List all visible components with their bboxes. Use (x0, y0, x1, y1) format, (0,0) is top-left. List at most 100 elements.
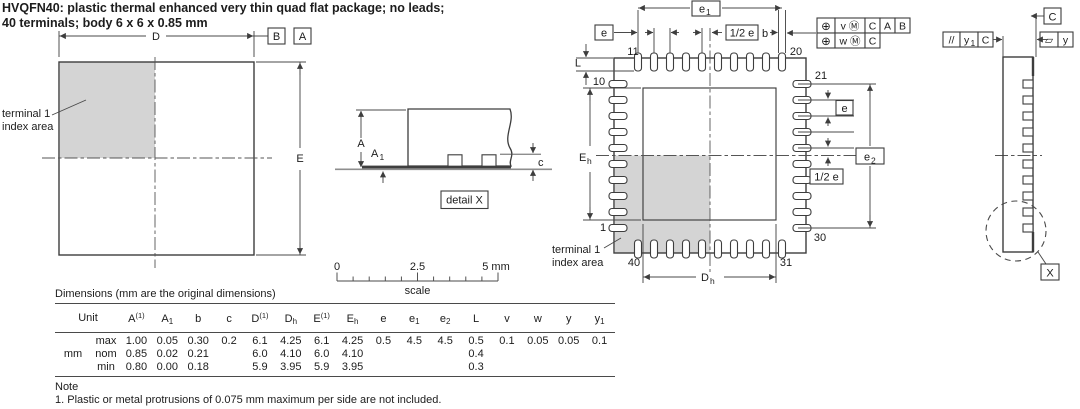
value-cell: 0.02 (156, 348, 179, 360)
value-cell (398, 361, 430, 377)
scale-tick-mid: 2.5 (410, 261, 425, 273)
dim-e1: e 1 (637, 0, 786, 53)
table-row-max: max 1.00 0.05 0.30 0.2 6.1 4.25 6.1 4.25… (55, 333, 615, 349)
value-cell: 0.2 (221, 335, 237, 347)
value-cell: 3.95 (275, 361, 307, 377)
col-header: Eh (337, 303, 368, 333)
package-side-outline (1002, 56, 1034, 253)
exposed-die-pad (642, 87, 777, 221)
dim-e-right: e 1/2 e (798, 90, 854, 185)
index-area-label-2: index area (552, 257, 604, 269)
value-cell (368, 361, 399, 377)
terminals-bottom-row (633, 239, 787, 259)
dim-label-L: L (575, 58, 581, 70)
parallelism-ref-C: C (982, 35, 990, 47)
value-cell (213, 361, 245, 377)
col-header: E(1) (306, 303, 338, 333)
value-cell: 6.1 (252, 335, 268, 347)
dim-label-half-e: 1/2 e (814, 172, 838, 184)
index-area-shading (60, 62, 155, 158)
detail-x-leader (1037, 251, 1047, 265)
value-cell: 4.10 (280, 348, 302, 360)
value-cell (584, 348, 615, 361)
terminals-top-row (633, 52, 787, 72)
value-cell (553, 348, 584, 361)
terminal-section (481, 154, 497, 167)
value-cell: 4.25 (341, 335, 364, 347)
dim-label-A1-sub: 1 (380, 152, 385, 162)
dim-Dh: D h (642, 224, 777, 286)
dim-label-e1-sub: 1 (706, 7, 711, 17)
value-cell (553, 361, 585, 377)
value-cell (399, 348, 430, 361)
parallelism-icon: // (949, 35, 955, 47)
dim-D: D (58, 31, 268, 57)
dim-label-e1-base: e (699, 4, 705, 16)
dim-e2: e 2 (798, 83, 885, 229)
tolerance-frames: ⊕ v Ⓜ C A B ⊕ w Ⓜ C (786, 17, 911, 49)
dim-label-E: E (296, 153, 303, 165)
col-header: L (460, 303, 492, 333)
col-header: A1 (151, 303, 183, 333)
pin-label-10: 10 (593, 76, 605, 88)
dim-label-e2-sub: 2 (871, 156, 876, 166)
value-cell: 6.1 (314, 335, 330, 347)
fcf-row2-ref1: C (869, 36, 877, 48)
value-cell: 5.9 (244, 361, 276, 377)
note-item-1: 1. Plastic or metal protrusions of 0.075… (55, 394, 442, 406)
value-cell: 0.85 (125, 348, 148, 360)
datum-label-A: A (299, 31, 307, 43)
dimensions-table-section: Dimensions (mm are the original dimensio… (55, 288, 617, 377)
value-cell: 1.00 (125, 335, 148, 347)
title-line-1: HVQFN40: plastic thermal enhanced very t… (2, 1, 445, 15)
dim-L: L (575, 44, 634, 85)
index-area-shading (615, 155, 710, 253)
fcf-row1-tolerance: v Ⓜ (841, 21, 860, 33)
index-area-label-2: index area (2, 121, 54, 133)
value-cell (214, 348, 245, 361)
value-cell (491, 361, 523, 377)
value-cell: 0.3 (460, 361, 492, 377)
col-header: y (553, 303, 585, 333)
value-cell: 0.5 (468, 335, 484, 347)
page-title: HVQFN40: plastic thermal enhanced very t… (2, 1, 444, 31)
detail-x-ref-box (1040, 263, 1060, 281)
unit-cell (55, 333, 91, 349)
value-cell: 3.95 (337, 361, 368, 377)
position-tolerance-icon: ⊕ (821, 21, 831, 33)
dim-label-e: e (841, 103, 847, 115)
datum-label-B: B (273, 31, 280, 43)
value-cell: 0.05 (557, 335, 580, 347)
col-header: D(1) (244, 303, 276, 333)
unit-cell (55, 361, 91, 377)
pin-label-1: 1 (600, 222, 606, 234)
top-view: D B A E terminal 1 index area (2, 27, 312, 268)
dim-label-c: c (538, 157, 544, 169)
fcf-row1-ref1: C (869, 21, 877, 33)
package-body-section (407, 108, 513, 167)
scale-tick-0: 0 (334, 261, 340, 273)
dim-label-e: e (601, 28, 607, 40)
value-cell: 4.10 (341, 348, 364, 360)
terminals-left-column (608, 79, 628, 233)
right-side-view: C // y 1 C ▱ y X (942, 7, 1074, 281)
side-view-detail-x: A A 1 c detail X (335, 108, 552, 210)
dim-label-half-e: 1/2 e (730, 28, 754, 40)
dim-label-A: A (357, 138, 365, 150)
value-cell (584, 361, 615, 377)
flatness-icon: ▱ (1045, 35, 1054, 47)
terminal-section (447, 154, 463, 167)
unit-cell: mm (63, 348, 83, 360)
dim-c: c (500, 143, 544, 181)
pin-label-30: 30 (814, 232, 826, 244)
dim-e-top: e (594, 24, 722, 53)
dim-Eh: E h (579, 87, 641, 221)
dim-label-y1-sub: 1 (971, 38, 976, 48)
col-header: e2 (429, 303, 461, 333)
fcf-row2-tolerance: w Ⓜ (839, 36, 862, 48)
value-cell: 0.5 (375, 335, 392, 347)
row-label: max (95, 335, 117, 347)
dim-A1: A 1 (371, 148, 387, 183)
value-cell: 0.18 (182, 361, 214, 377)
terminals-right-column (792, 79, 812, 233)
